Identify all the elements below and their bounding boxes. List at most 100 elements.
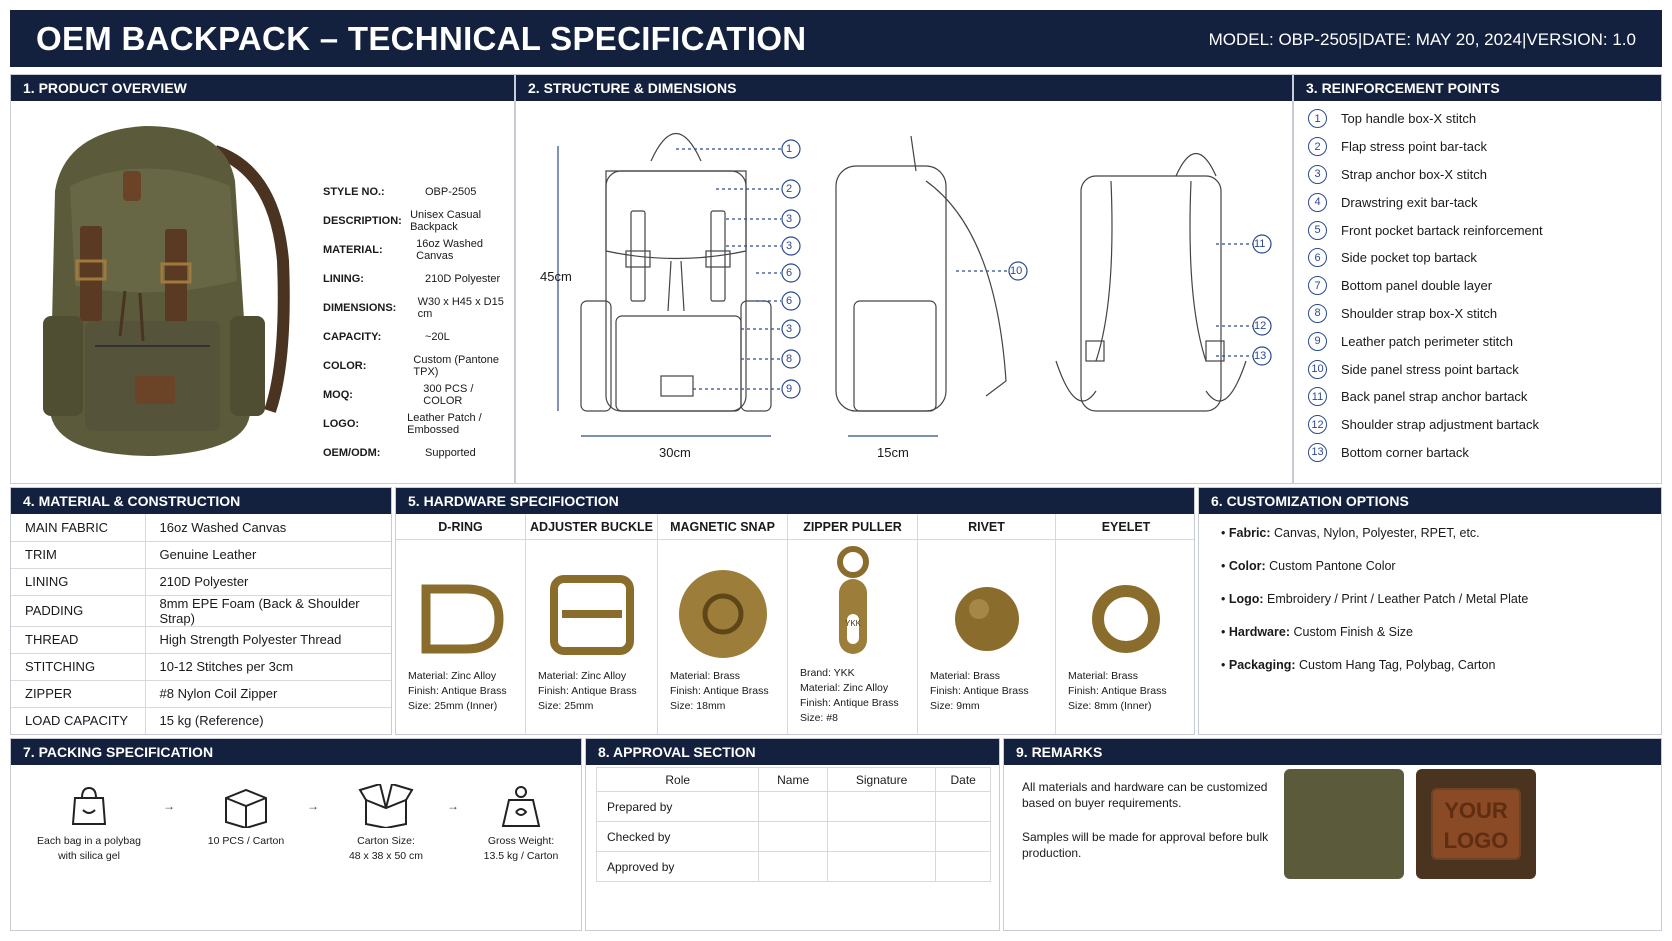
- spec-line: Finish: Antique Brass: [1068, 685, 1167, 697]
- technical-drawing: [557, 132, 1272, 437]
- spec-value: 300 PCS / COLOR: [423, 382, 474, 407]
- option-key: Logo:: [1228, 592, 1264, 606]
- callout-3: 3: [786, 240, 793, 252]
- list-item: • Hardware: Custom Finish & Size: [1221, 625, 1413, 639]
- signature-field[interactable]: [826, 821, 937, 852]
- section-title: 6. CUSTOMIZATION OPTIONS: [1199, 488, 1661, 514]
- signature-field[interactable]: [826, 851, 937, 882]
- header-bar: OEM BACKPACK – TECHNICAL SPECIFICATION M…: [10, 10, 1662, 67]
- overview-row: STYLE NO.:OBP-2505: [323, 177, 514, 206]
- item-text: Side panel stress point bartack: [1341, 361, 1519, 377]
- callout-1: 1: [786, 143, 793, 155]
- role-cell: Prepared by: [595, 791, 760, 822]
- spec-line: Material: Zinc Alloy: [408, 670, 497, 682]
- product-overview-panel: 1. PRODUCT OVERVIEW STYLE NO.:OBP-2505 D…: [10, 74, 515, 484]
- remarks-text: All materials and hardware can be custom…: [1022, 779, 1282, 879]
- signature-field[interactable]: [826, 791, 937, 822]
- number-badge: 7: [1308, 276, 1327, 296]
- date-field[interactable]: [935, 791, 991, 822]
- spec-line: Size: 25mm: [538, 700, 594, 712]
- number-badge: 2: [1308, 137, 1327, 157]
- name-field[interactable]: [758, 791, 828, 822]
- section-title: 2. STRUCTURE & DIMENSIONS: [516, 75, 1292, 101]
- list-item: • Fabric: Canvas, Nylon, Polyester, RPET…: [1221, 526, 1480, 540]
- section-title: 4. MATERIAL & CONSTRUCTION: [11, 488, 391, 514]
- cell-key: MAIN FABRIC: [11, 514, 146, 542]
- spec-value: 210D Polyester: [425, 272, 501, 285]
- spec-value: 16oz Washed Canvas: [416, 237, 483, 262]
- cell-key: STITCHING: [11, 653, 146, 681]
- spec-line: Finish: Antique Brass: [930, 685, 1029, 697]
- cell-value: 210D Polyester: [145, 568, 391, 596]
- sep: |: [1521, 30, 1527, 49]
- item-text: Shoulder strap box-X stitch: [1341, 305, 1498, 321]
- hardware-name: EYELET: [1056, 514, 1194, 540]
- callout-2: 2: [786, 183, 793, 195]
- overview-row: OEM/ODM: Supported: [323, 438, 514, 467]
- number-badge: 12: [1308, 415, 1327, 435]
- spec-value: Supported: [425, 446, 476, 459]
- spec-key: CAPACITY:: [323, 330, 382, 343]
- spec-line: Size: #8: [800, 712, 838, 724]
- date-field[interactable]: [935, 821, 991, 852]
- section-title: 3. REINFORCEMENT POINTS: [1294, 75, 1661, 101]
- overview-row: LOGO:Leather Patch / Embossed: [323, 409, 514, 438]
- cell-value: Genuine Leather: [145, 541, 391, 569]
- callout-3: 3: [786, 323, 793, 335]
- remarks-panel: 9. REMARKS All materials and hardware ca…: [1003, 738, 1662, 931]
- spec-line: Size: 18mm: [670, 700, 726, 712]
- spec-value: Custom (Pantone TPX): [413, 353, 499, 378]
- rivet-icon: [954, 587, 1019, 651]
- callout-12: 12: [1254, 320, 1267, 332]
- section-title: 9. REMARKS: [1004, 739, 1661, 765]
- overview-list: STYLE NO.:OBP-2505 DESCRIPTION:Unisex Ca…: [323, 177, 514, 467]
- height-dimension: 45cm: [540, 269, 572, 284]
- magnetic-snap-icon: [678, 570, 767, 658]
- spec-line: Size: 9mm: [930, 700, 980, 712]
- item-text: Back panel strap anchor bartack: [1341, 389, 1528, 405]
- sep: |: [1357, 30, 1363, 49]
- structure-panel: 2. STRUCTURE & DIMENSIONS 1 2 3 3 6 6 3 …: [515, 74, 1293, 484]
- number-badge: 11: [1308, 387, 1327, 407]
- item-text: Strap anchor box-X stitch: [1341, 166, 1487, 182]
- step-text: 13.5 kg / Carton: [483, 850, 559, 862]
- hardware-name: ZIPPER PULLER: [788, 514, 917, 540]
- callout-11: 11: [1254, 238, 1266, 250]
- number-badge: 10: [1308, 359, 1327, 379]
- callout-3: 3: [786, 213, 793, 225]
- option-value: Custom Pantone Color: [1265, 559, 1396, 573]
- spec-line: Finish: Antique Brass: [670, 685, 769, 697]
- name-field[interactable]: [758, 851, 828, 882]
- col-header: Name: [758, 767, 828, 792]
- step-text: Gross Weight:: [487, 835, 555, 847]
- packing-panel: 7. PACKING SPECIFICATION Each bag in a p…: [10, 738, 582, 931]
- reinforcement-item: 10 Side panel stress point bartack: [1308, 355, 1543, 383]
- spec-line: Finish: Antique Brass: [408, 685, 507, 697]
- overview-row: DIMENSIONS:W30 x H45 x D15 cm: [323, 293, 514, 322]
- callout-10: 10: [1010, 265, 1023, 277]
- date-field[interactable]: [935, 851, 991, 882]
- polybag-icon: [71, 786, 107, 825]
- item-text: Drawstring exit bar-tack: [1341, 194, 1478, 210]
- model-label: MODEL: OBP-2505: [1208, 30, 1358, 49]
- spec-key: STYLE NO.:: [323, 185, 385, 198]
- list-item: • Logo: Embroidery / Print / Leather Pat…: [1221, 592, 1529, 606]
- spec-key: OEM/ODM:: [323, 446, 381, 459]
- name-field[interactable]: [758, 821, 828, 852]
- callout-6: 6: [786, 295, 793, 307]
